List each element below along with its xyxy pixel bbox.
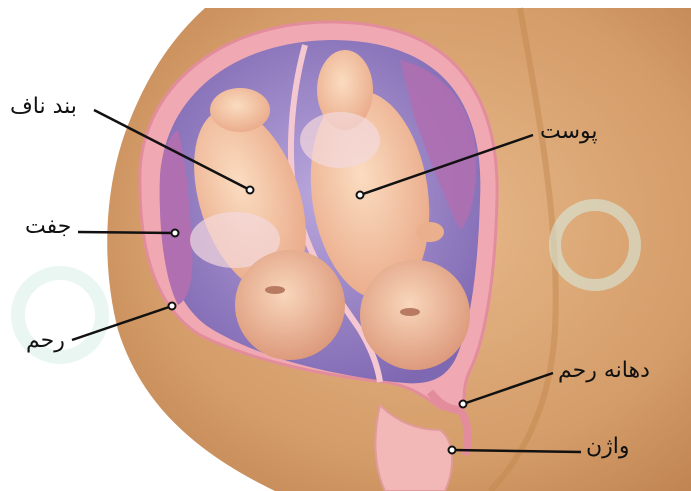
label-vagina: واژن	[586, 436, 630, 458]
label-umbilical-cord: بند ناف	[10, 96, 77, 118]
label-placenta: جفت	[25, 216, 71, 238]
leader-placenta	[78, 232, 175, 233]
endpoint-placenta	[172, 230, 179, 237]
endpoint-skin	[357, 192, 364, 199]
endpoint-vagina	[449, 447, 456, 454]
label-uterus: رحم	[26, 330, 65, 352]
label-cervix: دهانه رحم	[558, 360, 650, 382]
endpoint-uterus	[169, 303, 176, 310]
label-skin: پوست	[540, 121, 598, 143]
endpoint-cervix	[460, 401, 467, 408]
endpoint-umbilical	[247, 187, 254, 194]
